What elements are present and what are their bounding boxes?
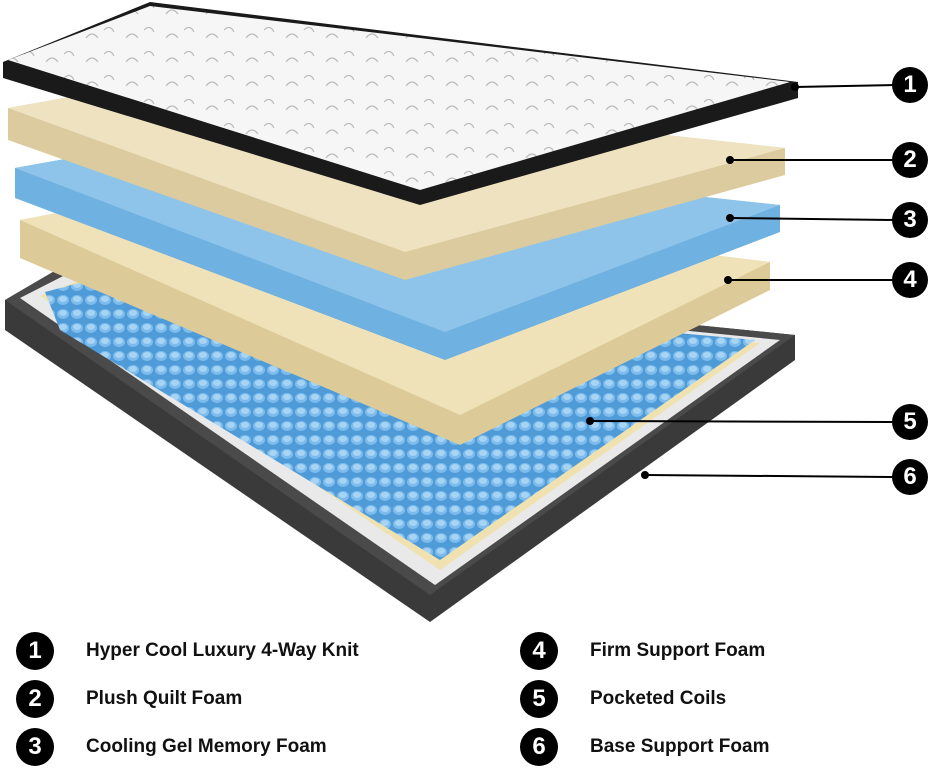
legend-label: Plush Quilt Foam	[86, 688, 243, 709]
legend-number-badge: 3	[16, 728, 54, 766]
callout-marker-6: 6	[892, 459, 928, 495]
legend-item: 5 Pocketed Coils	[520, 680, 726, 718]
legend-label: Hyper Cool Luxury 4-Way Knit	[86, 640, 359, 661]
legend-item: 4 Firm Support Foam	[520, 632, 765, 670]
callout-marker-1: 1	[892, 67, 928, 103]
mattress-layers-illustration	[3, 2, 896, 622]
legend-item: 1 Hyper Cool Luxury 4-Way Knit	[16, 632, 359, 670]
callout-dots	[586, 83, 799, 479]
legend-item: 2 Plush Quilt Foam	[16, 680, 242, 718]
callout-marker-3: 3	[892, 202, 928, 238]
hyper-cool-knit-layer	[3, 2, 798, 205]
legend-label: Cooling Gel Memory Foam	[86, 736, 327, 757]
legend-number-badge: 2	[16, 680, 54, 718]
legend-number-badge: 5	[520, 680, 558, 718]
callout-marker-5: 5	[892, 404, 928, 440]
legend-number-badge: 1	[16, 632, 54, 670]
callout-marker-4: 4	[892, 262, 928, 298]
legend-item: 6 Base Support Foam	[520, 728, 769, 766]
callout-marker-2: 2	[892, 142, 928, 178]
legend-number-badge: 4	[520, 632, 558, 670]
legend-label: Base Support Foam	[590, 736, 770, 757]
callout-lines	[589, 84, 896, 478]
legend-label: Pocketed Coils	[590, 688, 727, 709]
legend-label: Firm Support Foam	[590, 640, 766, 661]
legend-item: 3 Cooling Gel Memory Foam	[16, 728, 327, 766]
legend-number-badge: 6	[520, 728, 558, 766]
